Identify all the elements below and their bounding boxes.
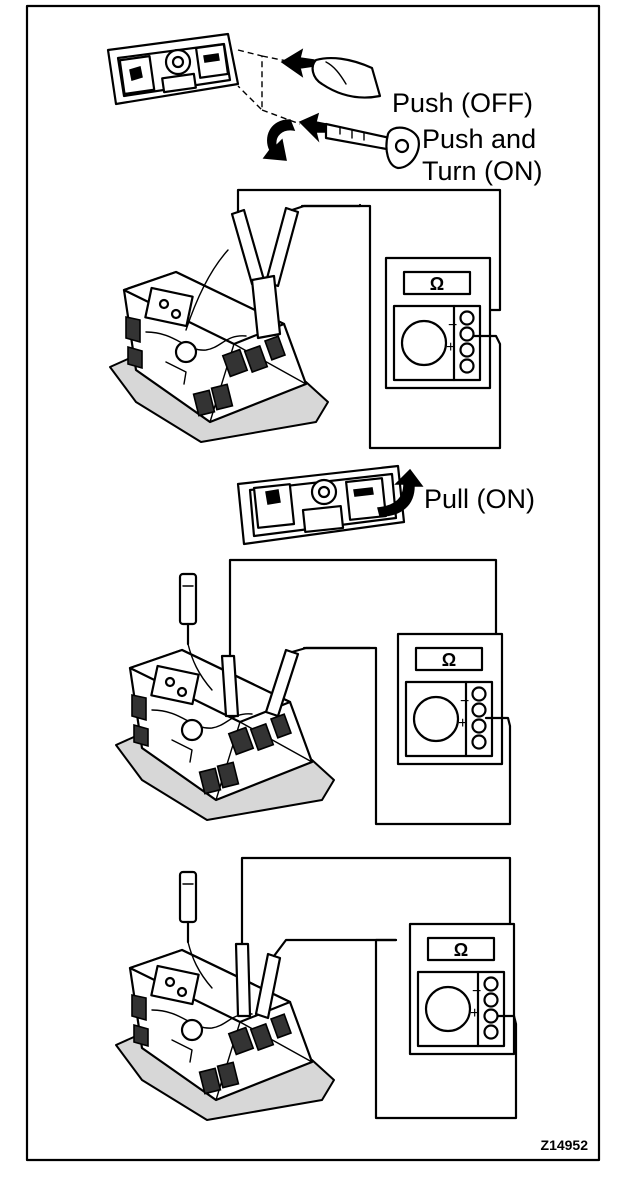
minus-sign-2: −: [460, 693, 469, 710]
leader-dashed: [237, 49, 263, 112]
ohm-symbol-2: Ω: [442, 650, 456, 670]
ohm-symbol-3: Ω: [454, 940, 468, 960]
ohmmeter-2: Ω − +: [396, 632, 504, 766]
probe-pair-1: [185, 188, 502, 340]
switch-panel-middle: [236, 464, 406, 546]
minus-sign-1: −: [448, 317, 457, 334]
figure-id: Z14952: [541, 1137, 589, 1153]
ohm-symbol-1: Ω: [430, 274, 444, 294]
switch-panel-top: [106, 32, 240, 106]
label-pull-on: Pull (ON): [424, 484, 535, 514]
label-push-turn-line1: Push and: [422, 124, 536, 154]
plus-sign-1: +: [446, 339, 455, 356]
plus-sign-3: +: [470, 1005, 479, 1022]
ohmmeter-1: Ω − +: [384, 256, 492, 390]
lead-wire-1: [300, 204, 502, 450]
key-turn-icon: [262, 112, 420, 170]
pull-arrow-icon: [377, 468, 424, 517]
leader-dashed-key: [261, 109, 301, 125]
ohmmeter-3: Ω − +: [408, 922, 516, 1056]
lead-wire-2: [302, 646, 512, 826]
label-push-turn-line2: Turn (ON): [422, 156, 543, 186]
plus-sign-2: +: [458, 715, 467, 732]
finger-push-icon: [280, 48, 382, 99]
switch-unit-3: [114, 948, 336, 1122]
minus-sign-3: −: [472, 983, 481, 1000]
switch-unit-1: [108, 270, 330, 444]
label-push-off: Push (OFF): [392, 88, 533, 118]
figure-frame: [25, 4, 601, 1162]
lead-wire-3: [374, 938, 518, 1120]
